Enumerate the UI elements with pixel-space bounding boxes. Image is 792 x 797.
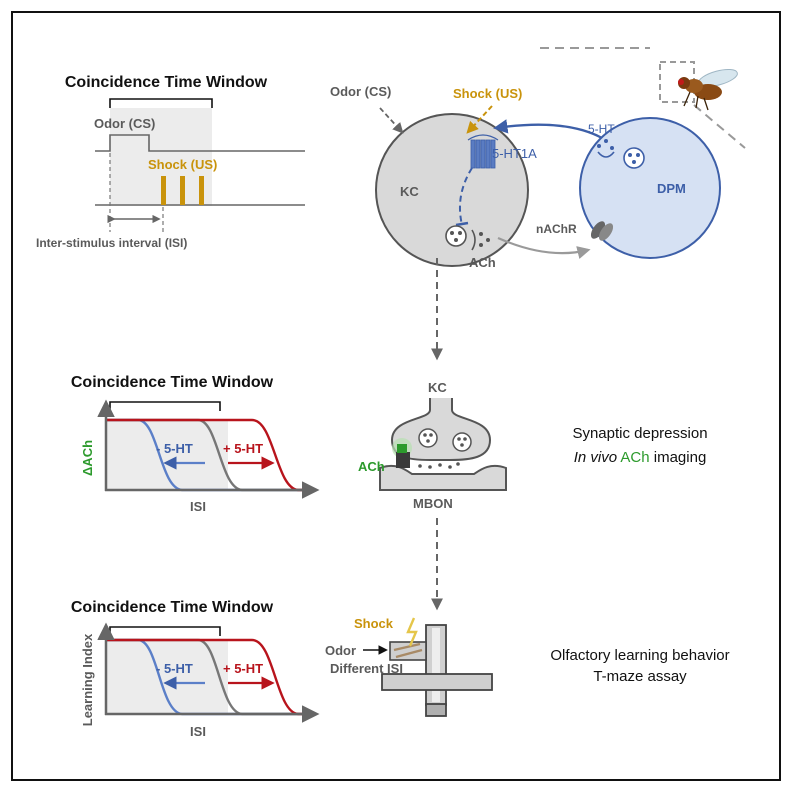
circuit-shock-label: Shock (US) [453,86,522,101]
desc-ach: ACh [620,449,649,466]
synapse-ach-dots [418,462,460,469]
dpm-vesicle [623,147,645,169]
synaptic-shade [106,420,228,490]
tmaze-base [425,703,447,717]
nachr-receptor [590,221,614,241]
synapse-kc-label: KC [428,380,447,395]
synaptic-plot-title: Coincidence Time Window [71,374,274,391]
odor-cs-label: Odor (CS) [94,116,155,131]
shock-pulse-1 [161,176,166,205]
mbon-dendrite [379,464,507,491]
5ht1a-label: 5-HT1A [492,146,537,161]
synaptic-minus-label: - 5-HT [156,441,193,456]
synapse-illustration: KC ACh MBON [358,380,507,611]
tmaze-shock-label: Shock [354,616,394,631]
nachr-label: nAChR [536,222,577,236]
synaptic-plot: Coincidence Time Window ΔACh ISI - 5-HT … [71,374,320,514]
learning-xlabel: ISI [190,724,206,739]
desc-imaging: imaging [654,449,707,466]
dpm-release-site [597,151,615,158]
serotonin-arrow [493,119,603,140]
synaptic-xlabel: ISI [190,499,206,514]
ach-sensor [396,452,410,468]
lightning-icon [406,617,418,647]
dpm-label: DPM [657,181,686,196]
learning-plus-label: + 5-HT [223,661,263,676]
shock-pulse-2 [180,176,185,205]
inset-line-bottom [693,104,746,149]
shock-pulse-3 [199,176,204,205]
ach-label: ACh [469,255,496,270]
shock-input-arrow [466,105,493,134]
dpm-cell [579,117,721,259]
kc-label: KC [400,184,419,199]
synapse-vesicles [418,428,472,452]
isi-label: Inter-stimulus interval (ISI) [36,236,187,250]
timing-panel: Coincidence Time Window Odor (CS) Shock … [36,74,305,250]
ach-sensor-tag [397,444,407,453]
tmaze-isi-label: Different ISI [330,661,403,676]
fly-icon [678,68,738,111]
desc-in-vivo: In vivo [574,449,617,466]
synaptic-ylabel: ΔACh [80,440,95,476]
inhibition-path [459,167,473,226]
odor-trace [95,134,305,152]
synaptic-plus-label: + 5-HT [223,441,263,456]
kc-release-site [471,229,476,251]
learning-plot-title: Coincidence Time Window [71,599,274,616]
circuit-odor-label: Odor (CS) [330,84,391,99]
circuit-panel: KC DPM Odor (CS) Shock (US) 5-HT1A 5-HT [330,47,746,361]
window-bracket [109,98,213,108]
tmaze-odor-label: Odor [325,643,356,658]
5ht1a-receptor [467,134,499,169]
learning-plot: Coincidence Time Window Learning Index I… [71,599,320,739]
serotonin-label: 5-HT [588,122,615,136]
learning-minus-label: - 5-HT [156,661,193,676]
synapse-mbon-label: MBON [413,496,453,511]
synaptic-desc-line2: In vivo ACh imaging [574,449,707,466]
tmaze-tube-highlight [432,628,440,702]
kc-vesicle [445,225,467,247]
learning-desc-line2: T-maze assay [593,668,687,685]
synapse-ach-label: ACh [358,459,385,474]
serotonin-dots [597,139,614,150]
timing-title: Coincidence Time Window [65,74,268,91]
ach-arrow [497,236,591,259]
ach-dots [479,232,490,247]
t-maze-illustration: Shock Odor Different ISI [325,616,493,717]
tmaze-choice-arms [381,673,493,691]
learning-ylabel: Learning Index [80,633,95,726]
odor-input-arrow [379,107,404,134]
shock-us-label: Shock (US) [148,157,217,172]
synaptic-desc-line1: Synaptic depression [572,425,707,442]
inhibition-bar [455,221,469,227]
shock-grid [393,642,423,659]
learning-desc-line1: Olfactory learning behavior [550,647,729,664]
